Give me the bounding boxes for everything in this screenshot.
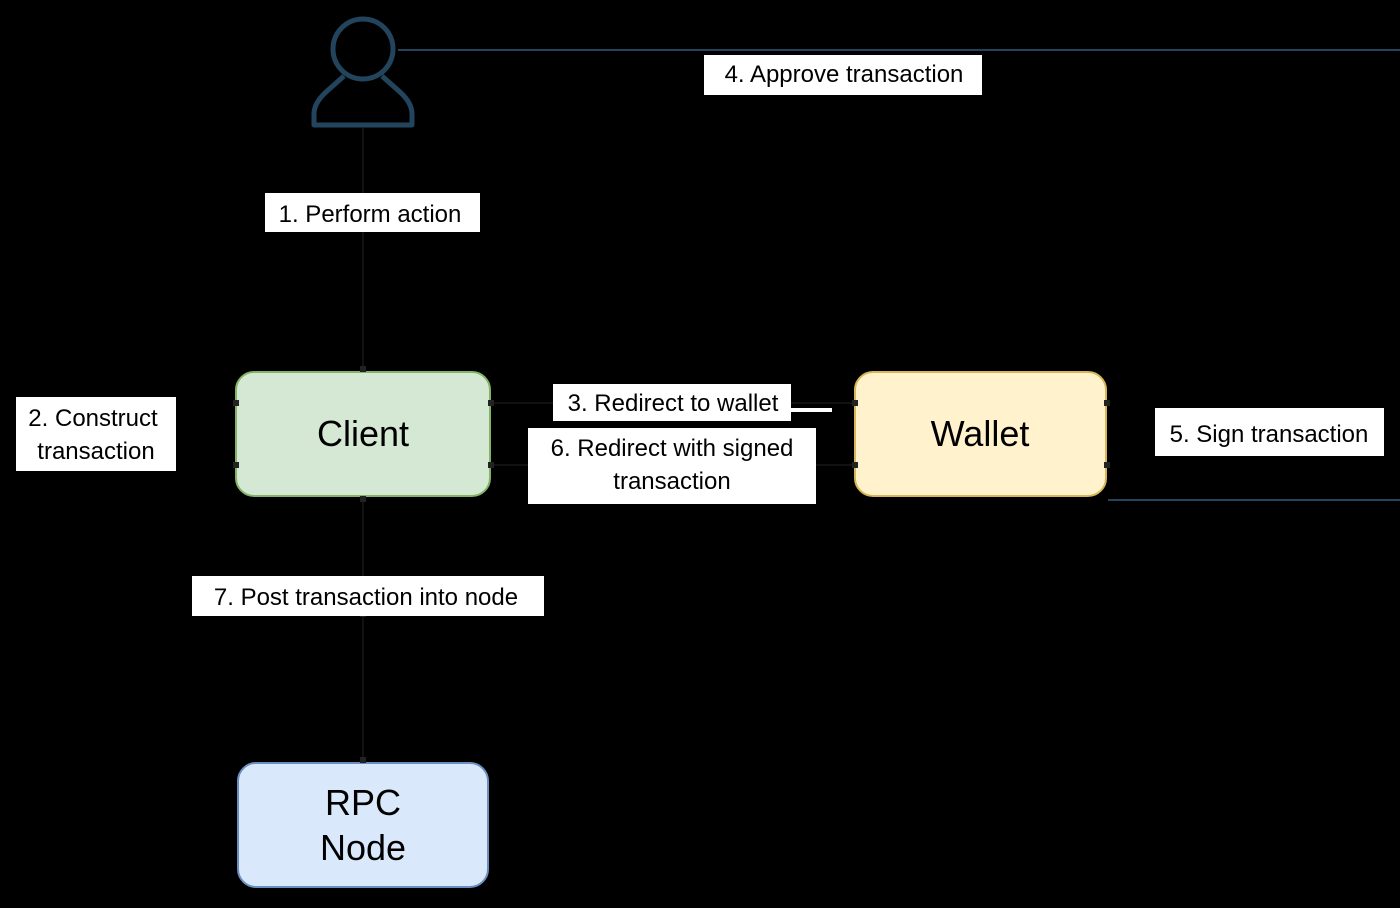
- label-construct-line1: 2. Construct: [28, 405, 158, 432]
- connection-point: [852, 400, 858, 406]
- label-background: [192, 576, 544, 616]
- connection-point: [360, 366, 366, 372]
- label-post: 7. Post transaction into node: [214, 584, 518, 611]
- rpc-label-line2: Node: [320, 827, 406, 868]
- edge-label-approve: 4. Approve transaction: [704, 55, 982, 95]
- user-icon-body: [311, 74, 415, 128]
- label-redirect-signed-line2: transaction: [613, 468, 730, 495]
- edge-label-construct: 2. Construct transaction: [16, 397, 176, 471]
- label-background: [553, 384, 791, 421]
- connection-point: [488, 400, 494, 406]
- connection-point: [852, 462, 858, 468]
- label-background: [528, 428, 816, 504]
- label-background: [265, 193, 480, 232]
- client-node: Client: [235, 371, 491, 497]
- connection-point: [360, 496, 366, 502]
- connection-point: [360, 757, 366, 763]
- label-redirect-signed-line1: 6. Redirect with signed: [551, 435, 794, 462]
- connection-point: [1104, 400, 1110, 406]
- label-background: [1155, 408, 1384, 456]
- client-label: Client: [317, 413, 409, 454]
- edge-label-post: 7. Post transaction into node: [192, 576, 544, 616]
- user-icon-head: [330, 16, 396, 82]
- edge-label-redirect-signed: 6. Redirect with signed transaction: [528, 428, 816, 504]
- rpc-label-line1: RPC: [325, 782, 401, 823]
- wallet-box: [854, 371, 1107, 497]
- edge-label-redirect-wallet: 3. Redirect to wallet: [553, 384, 791, 421]
- label-approve: 4. Approve transaction: [725, 61, 964, 88]
- wallet-label: Wallet: [931, 413, 1030, 454]
- wallet-node: Wallet: [854, 371, 1107, 497]
- rpc-node: RPC Node: [237, 762, 489, 888]
- edge-label-sign: 5. Sign transaction: [1155, 408, 1384, 456]
- label-redirect-wallet: 3. Redirect to wallet: [568, 390, 779, 417]
- label-sign: 5. Sign transaction: [1170, 421, 1369, 448]
- user-icon: [311, 16, 415, 128]
- connection-point: [488, 462, 494, 468]
- label-background: [704, 55, 982, 95]
- edge-label-perform-action: 1. Perform action: [265, 193, 480, 232]
- label-perform-action: 1. Perform action: [279, 201, 462, 228]
- label-construct-line2: transaction: [37, 438, 154, 465]
- connection-point: [1104, 462, 1110, 468]
- connection-point: [233, 462, 239, 468]
- connection-point: [233, 400, 239, 406]
- label-background: [16, 397, 176, 471]
